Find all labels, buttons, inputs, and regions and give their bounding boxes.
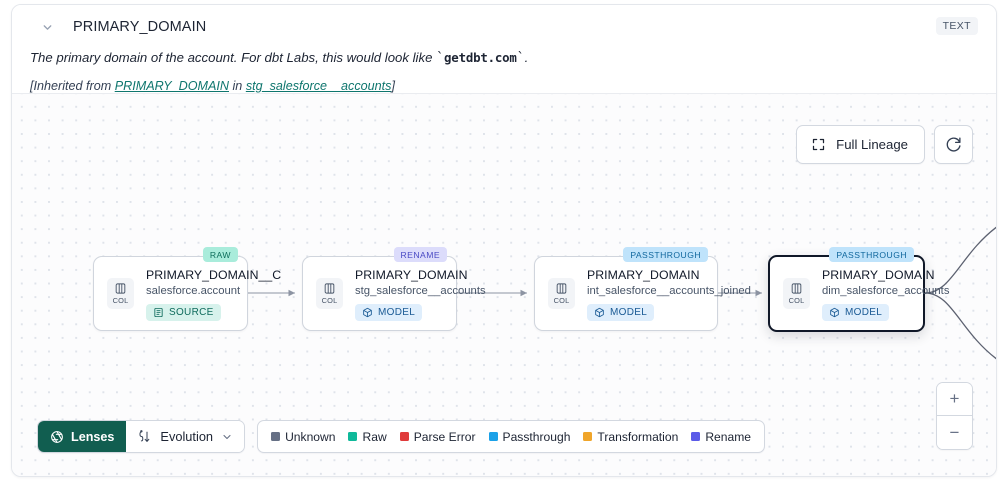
- legend-swatch: [488, 432, 498, 441]
- inherited-prefix: [Inherited from: [30, 78, 115, 93]
- full-lineage-label: Full Lineage: [836, 137, 908, 152]
- node-subtitle: int_salesforce__accounts_joined: [587, 284, 751, 297]
- inherited-middle: in: [229, 78, 246, 93]
- legend-label: Unknown: [285, 429, 336, 444]
- legend-item[interactable]: Raw: [348, 429, 387, 444]
- columns-icon: [555, 282, 568, 295]
- node-subtitle: stg_salesforce__accounts: [355, 284, 486, 297]
- description-suffix: .: [524, 50, 529, 65]
- node-name: PRIMARY_DOMAIN: [587, 267, 700, 282]
- lenses-label: Lenses: [71, 429, 115, 444]
- node-kind-badge: MODEL: [587, 303, 655, 321]
- column-chip: COL: [316, 278, 343, 309]
- inherited-from-line: [Inherited from PRIMARY_DOMAIN in stg_sa…: [30, 78, 978, 94]
- lineage-node[interactable]: RENAME COL PRIMARY_DOMAIN stg_salesforce__a…: [302, 247, 486, 331]
- lenses-button[interactable]: Lenses: [38, 421, 127, 452]
- inherited-model-link[interactable]: stg_salesforce__accounts: [245, 78, 392, 93]
- legend-item[interactable]: Parse Error: [399, 429, 476, 444]
- node-name: PRIMARY_DOMAIN__C: [146, 267, 282, 282]
- node-name: PRIMARY_DOMAIN: [822, 267, 935, 282]
- type-badge: TEXT: [935, 17, 978, 35]
- cube-icon: [594, 307, 605, 318]
- column-detail-card: PRIMARY_DOMAIN TEXT The primary domain o…: [11, 4, 997, 477]
- legend-item[interactable]: Rename: [691, 430, 751, 444]
- legend-swatch: [348, 432, 358, 441]
- canvas-top-controls: Full Lineage: [796, 125, 973, 164]
- node-kind-badge: MODEL: [822, 303, 890, 321]
- lens-badge: RENAME: [393, 247, 447, 262]
- description-prefix: The primary domain of the account. For d…: [30, 50, 437, 65]
- refresh-button[interactable]: [934, 125, 973, 164]
- refresh-icon: [945, 136, 962, 153]
- flow-branch-icon: [137, 429, 152, 444]
- legend-label: Rename: [705, 429, 752, 444]
- chevron-down-icon: [221, 431, 233, 443]
- legend-swatch: [399, 432, 409, 441]
- node-kind-badge: SOURCE: [146, 303, 221, 321]
- node-body: PRIMARY_DOMAIN int_salesforce__accounts_j…: [587, 267, 751, 321]
- cube-icon: [829, 307, 840, 318]
- chevron-down-icon[interactable]: [38, 18, 56, 36]
- legend-label: Raw: [362, 429, 387, 444]
- legend-label: Passthrough: [502, 429, 571, 444]
- column-chip: COL: [548, 278, 575, 309]
- column-chip-label: COL: [788, 296, 805, 305]
- node-subtitle: dim_salesforce_accounts: [822, 284, 950, 297]
- column-chip: COL: [783, 278, 810, 309]
- zoom-in-button[interactable]: +: [937, 383, 972, 416]
- columns-icon: [323, 282, 336, 295]
- inherited-column-link[interactable]: PRIMARY_DOMAIN: [114, 78, 229, 93]
- lineage-node[interactable]: PASSTHROUGH COL PRIMARY_DOMAIN int_salesfor…: [534, 247, 751, 331]
- page-title: PRIMARY_DOMAIN: [73, 19, 207, 35]
- lineage-node[interactable]: PASSTHROUGH COL PRIMARY_DOMAIN dim_salesfor…: [768, 247, 949, 332]
- lens-control-group: Lenses Evolution: [37, 420, 246, 453]
- legend-item[interactable]: Transformation: [583, 430, 678, 444]
- expand-icon: [811, 137, 826, 152]
- column-description: The primary domain of the account. For d…: [30, 50, 529, 66]
- description-code: getdbt.com: [444, 50, 517, 65]
- legend-item[interactable]: Unknown: [271, 430, 335, 444]
- node-subtitle: salesforce.account: [146, 284, 241, 297]
- column-chip: COL: [107, 278, 134, 309]
- cube-icon: [362, 307, 373, 318]
- columns-icon: [114, 282, 127, 295]
- lineage-node[interactable]: RAW COL PRIMARY_DOMAIN__C salesforce.accoun…: [93, 247, 281, 331]
- title-row: PRIMARY_DOMAIN: [30, 16, 978, 38]
- database-icon: [153, 307, 164, 318]
- aperture-icon: [50, 430, 64, 444]
- column-chip-label: COL: [321, 296, 338, 305]
- column-chip-label: COL: [112, 296, 129, 305]
- inherited-suffix: ]: [391, 78, 395, 93]
- legend-swatch: [691, 432, 701, 441]
- lens-badge: PASSTHROUGH: [623, 247, 708, 262]
- lens-legend: Unknown Raw Parse Error Passthrough Transfor…: [257, 420, 766, 453]
- evolution-dropdown[interactable]: Evolution: [126, 421, 245, 452]
- canvas-bottom-bar: Lenses Evolution: [37, 420, 766, 453]
- lens-badge: PASSTHROUGH: [829, 247, 914, 262]
- node-kind-badge: MODEL: [355, 303, 423, 321]
- zoom-controls: + −: [936, 382, 973, 450]
- zoom-out-button[interactable]: −: [937, 416, 972, 449]
- full-lineage-button[interactable]: Full Lineage: [796, 125, 925, 164]
- edge-out-lower: [924, 292, 996, 360]
- lens-badge: RAW: [202, 247, 238, 262]
- evolution-label: Evolution: [160, 429, 214, 444]
- edge-out-upper: [924, 226, 996, 294]
- legend-swatch: [271, 432, 281, 441]
- lineage-edges: [248, 226, 996, 360]
- legend-swatch: [583, 432, 593, 441]
- legend-label: Parse Error: [413, 429, 476, 444]
- card-header: PRIMARY_DOMAIN TEXT The primary domain o…: [12, 5, 996, 108]
- legend-label: Transformation: [597, 429, 679, 444]
- column-chip-label: COL: [553, 296, 570, 305]
- columns-icon: [790, 282, 803, 295]
- node-name: PRIMARY_DOMAIN: [355, 267, 468, 282]
- legend-item[interactable]: Passthrough: [488, 429, 571, 444]
